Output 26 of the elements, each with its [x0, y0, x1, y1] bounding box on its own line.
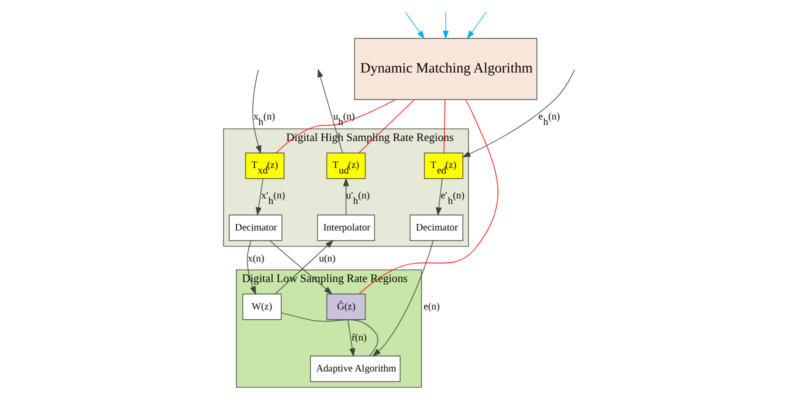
arrow	[318, 68, 343, 154]
node-box: Ĝ(z)	[326, 294, 366, 320]
node-box: Adaptive Algorithm	[310, 356, 401, 382]
arrow	[372, 240, 434, 357]
node-box: Decimator	[410, 214, 464, 241]
node-box: Interpolator	[317, 214, 375, 241]
edge-label: x(n)	[248, 253, 264, 264]
arrow	[436, 178, 443, 216]
connector	[281, 312, 378, 356]
arrow	[348, 319, 356, 357]
node-box: Dynamic Matching Algorithm	[354, 38, 538, 100]
connector	[358, 99, 498, 294]
edge-label: u(n)	[318, 253, 336, 264]
node-box: W(z)	[242, 294, 282, 320]
connector	[444, 99, 446, 154]
arrow	[404, 12, 425, 40]
edge-label: r̂(n)	[352, 332, 367, 344]
arrow	[246, 240, 256, 295]
arrow	[252, 69, 262, 154]
node-box: Decimator	[228, 214, 282, 241]
arrow	[256, 178, 264, 216]
arrow	[442, 12, 449, 40]
edge-label: e(n)	[424, 301, 440, 312]
connector	[358, 99, 415, 154]
arrow	[462, 69, 575, 158]
arrow	[466, 12, 487, 40]
